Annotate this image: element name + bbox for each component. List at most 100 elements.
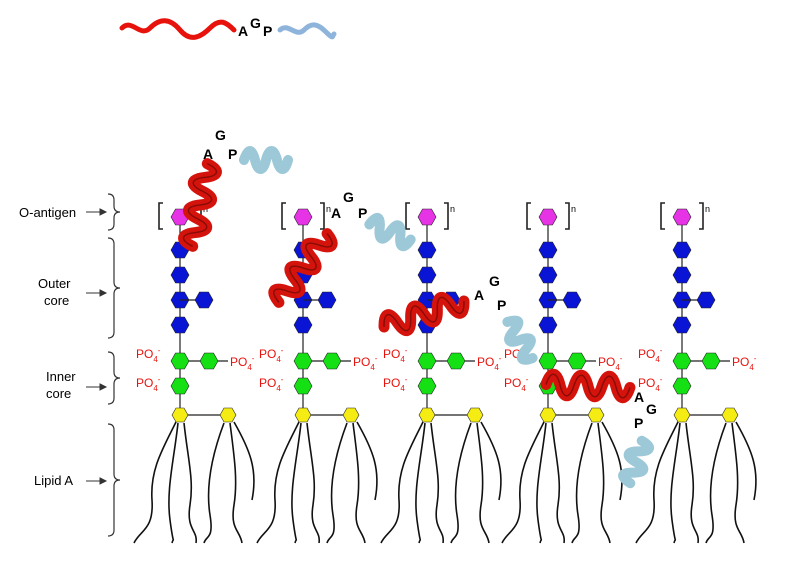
brace-inner-core (107, 351, 121, 405)
brace-lipid-a (107, 423, 121, 537)
outer-core-branch-sugar (194, 291, 214, 309)
motif-p-4: P (634, 415, 643, 431)
fatty-acid-chain (233, 421, 255, 501)
brace-outer-core (107, 237, 121, 339)
inner-core-branch-sugar (199, 352, 219, 370)
blue-helix-3 (502, 315, 538, 365)
label-inner-core-2: core (46, 386, 71, 401)
lipid-a-sugar-2 (219, 407, 237, 423)
inner-core-branch-sugar (446, 352, 466, 370)
motif-g-2: G (343, 189, 354, 205)
motif-p-2: P (358, 205, 367, 221)
phosphate-left-top: PO4- (136, 346, 161, 364)
amp-peptides: A G P A G P A G P A (178, 127, 657, 489)
inner-core-branch-sugar (701, 352, 721, 370)
outer-core-branch-sugar (696, 291, 716, 309)
repeat-bracket-left (158, 202, 163, 230)
fatty-acid-chain (476, 422, 490, 544)
label-o-antigen: O-antigen (19, 205, 76, 220)
repeat-bracket-right (699, 202, 704, 230)
fatty-acid-chain (133, 421, 177, 544)
lipid-a-sugar-2 (466, 407, 484, 423)
fatty-acid-chain (326, 422, 348, 544)
outer-core-sugar (538, 241, 558, 259)
inner-core-sugar-2 (672, 377, 692, 395)
motif-a-3: A (474, 287, 484, 303)
repeat-index: n (326, 204, 331, 214)
motif-a-4: A (634, 389, 644, 405)
legend-aa-a: A (238, 23, 248, 39)
repeat-bracket-left (660, 202, 665, 230)
fatty-acid-chain (415, 422, 426, 544)
outer-core-sugar (672, 241, 692, 259)
fatty-acid-chain (183, 422, 197, 544)
fatty-acid-chain (229, 422, 243, 544)
inner-core-sugar (293, 352, 313, 370)
outer-core-sugar (538, 316, 558, 334)
outer-core-sugar (538, 266, 558, 284)
brace-o-antigen (107, 193, 121, 231)
inner-core-branch-sugar (567, 352, 587, 370)
outer-core-sugar (417, 241, 437, 259)
phosphate-left-bottom: PO4- (383, 375, 408, 393)
outer-core-sugar (417, 266, 437, 284)
legend-aa-g: G (250, 15, 261, 31)
fatty-acid-chain (168, 422, 179, 544)
fatty-acid-chain (670, 422, 681, 544)
phosphate-right: PO4- (353, 354, 378, 372)
phosphate-left-bottom: PO4- (638, 375, 663, 393)
inner-core-sugar (170, 352, 190, 370)
fatty-acid-chain (291, 422, 302, 544)
o-antigen-sugar (417, 208, 437, 226)
lipid-a-sugar-1 (539, 407, 557, 423)
outer-core-sugar (672, 266, 692, 284)
phosphate-right: PO4- (477, 354, 502, 372)
outer-core-sugar (170, 316, 190, 334)
o-antigen-sugar (672, 208, 692, 226)
fatty-acid-chain (430, 422, 444, 544)
repeat-bracket-right (565, 202, 570, 230)
label-lipid-a: Lipid A (34, 473, 73, 488)
inner-core-sugar (417, 352, 437, 370)
motif-g-1: G (215, 127, 226, 143)
legend-aa-p: P (263, 23, 272, 39)
motif-p-3: P (497, 297, 506, 313)
blue-helix-4 (618, 435, 654, 489)
repeat-bracket-right (444, 202, 449, 230)
o-antigen-sugar (293, 208, 313, 226)
lipid-a-sugar-2 (342, 407, 360, 423)
repeat-index: n (571, 204, 576, 214)
phosphate-left-top: PO4- (638, 346, 663, 364)
fatty-acid-chain (480, 421, 502, 501)
red-helix-3 (378, 292, 470, 336)
fatty-acid-chain (356, 421, 378, 501)
outer-core-sugar (170, 266, 190, 284)
motif-a-1: A (203, 146, 213, 162)
motif-g-3: G (489, 273, 500, 289)
repeat-index: n (450, 204, 455, 214)
fatty-acid-chain (501, 421, 545, 544)
fatty-acid-chain (203, 422, 225, 544)
fatty-acid-chain (571, 422, 593, 544)
lipid-a-sugar-1 (418, 407, 436, 423)
fatty-acid-chain (735, 421, 757, 501)
phosphate-left-top: PO4- (383, 346, 408, 364)
phosphate-right: PO4- (598, 354, 623, 372)
fatty-acid-chain (306, 422, 320, 544)
lipid-a-sugar-2 (587, 407, 605, 423)
legend-blue-segment (277, 22, 337, 40)
fatty-acid-chain (256, 421, 300, 544)
fatty-acid-chain (635, 421, 679, 544)
label-inner-core-1: Inner (46, 369, 76, 384)
lps-units: nPO4-PO4-PO4-nPO4-PO4-PO4-nPO4-PO4-PO4-n… (133, 202, 757, 544)
fatty-acid-chain (450, 422, 472, 544)
repeat-bracket-right (320, 202, 325, 230)
lipid-a-sugar-1 (673, 407, 691, 423)
lipid-a-sugar-2 (721, 407, 739, 423)
fatty-acid-chain (536, 422, 547, 544)
motif-g-4: G (646, 401, 657, 417)
